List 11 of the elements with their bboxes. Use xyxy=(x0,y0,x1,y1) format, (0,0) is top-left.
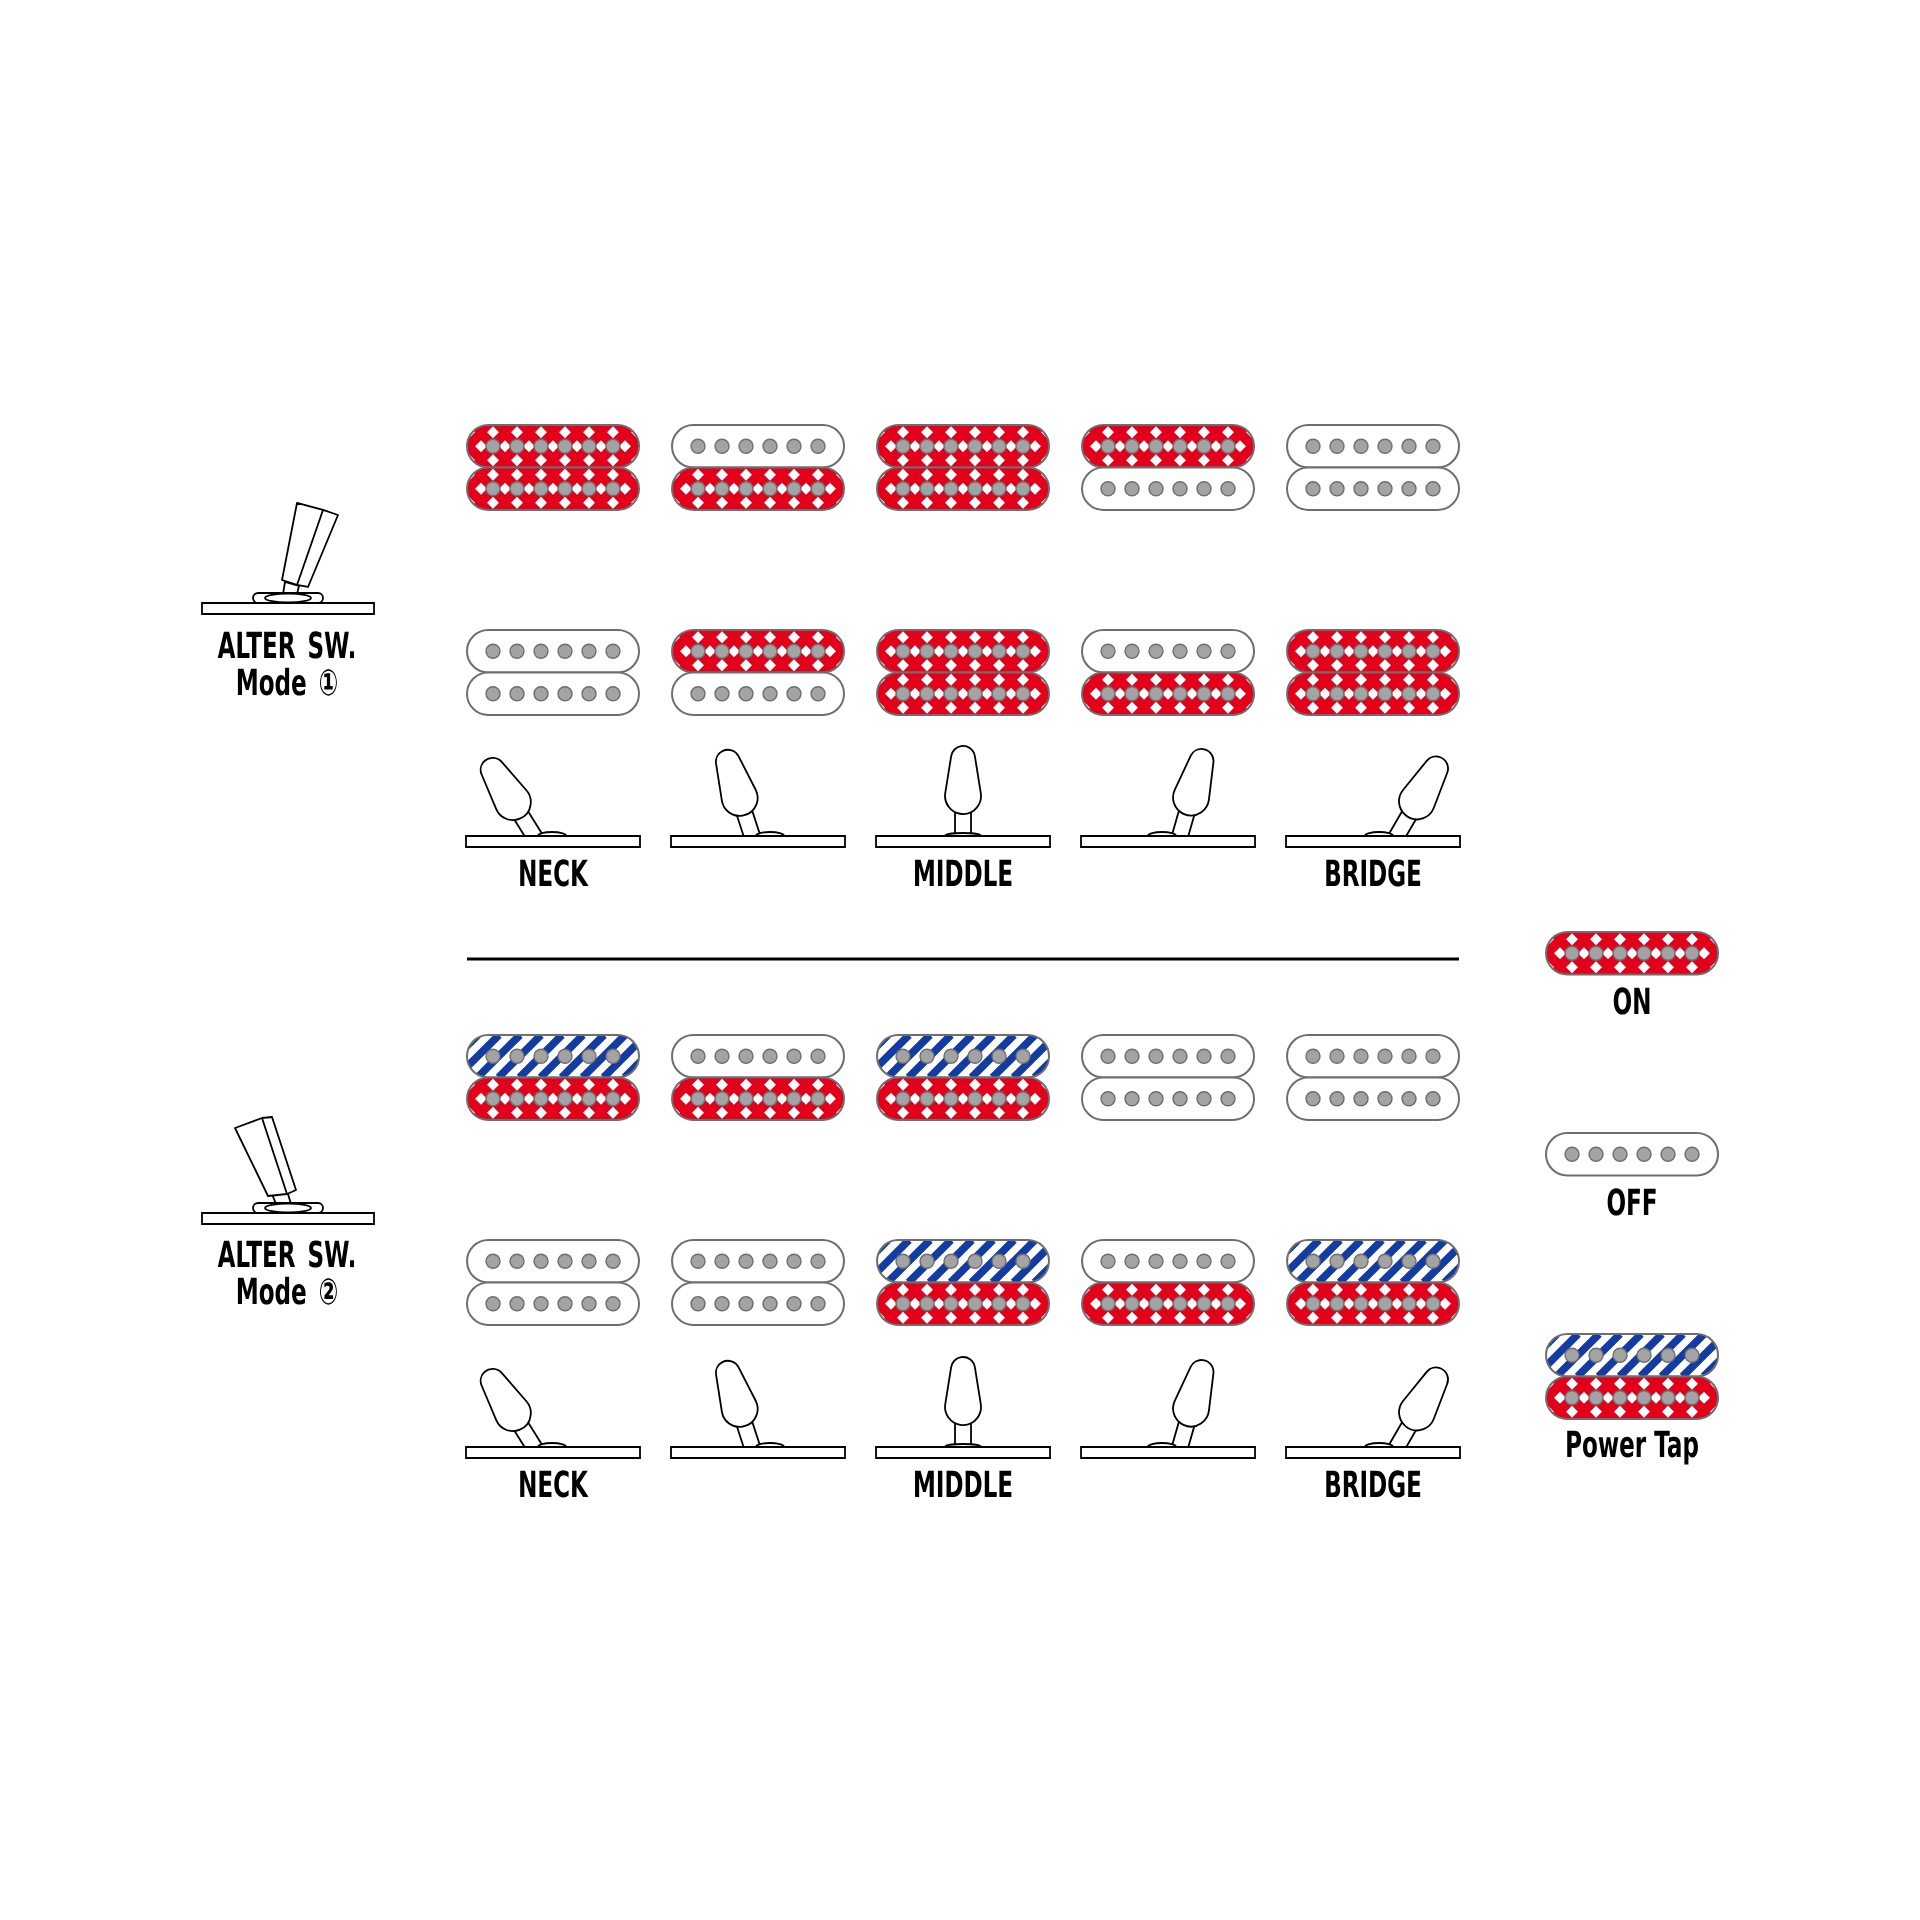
switch-label: ALTER SW. Mode ① xyxy=(217,631,355,696)
position-label: MIDDLE xyxy=(915,1470,1012,1497)
legend-label: Power Tap xyxy=(1567,1430,1698,1465)
position-label: BRIDGE xyxy=(1326,859,1421,887)
position-label: BRIDGE xyxy=(1326,1470,1421,1498)
position-label: NECK xyxy=(520,1470,589,1498)
legend-label: OFF xyxy=(1607,1188,1656,1216)
switch-label: ALTER SW. Mode ② xyxy=(217,1240,355,1305)
position-label: MIDDLE xyxy=(915,859,1012,886)
legend-label: ON xyxy=(1613,987,1650,1015)
position-label: NECK xyxy=(520,859,589,887)
